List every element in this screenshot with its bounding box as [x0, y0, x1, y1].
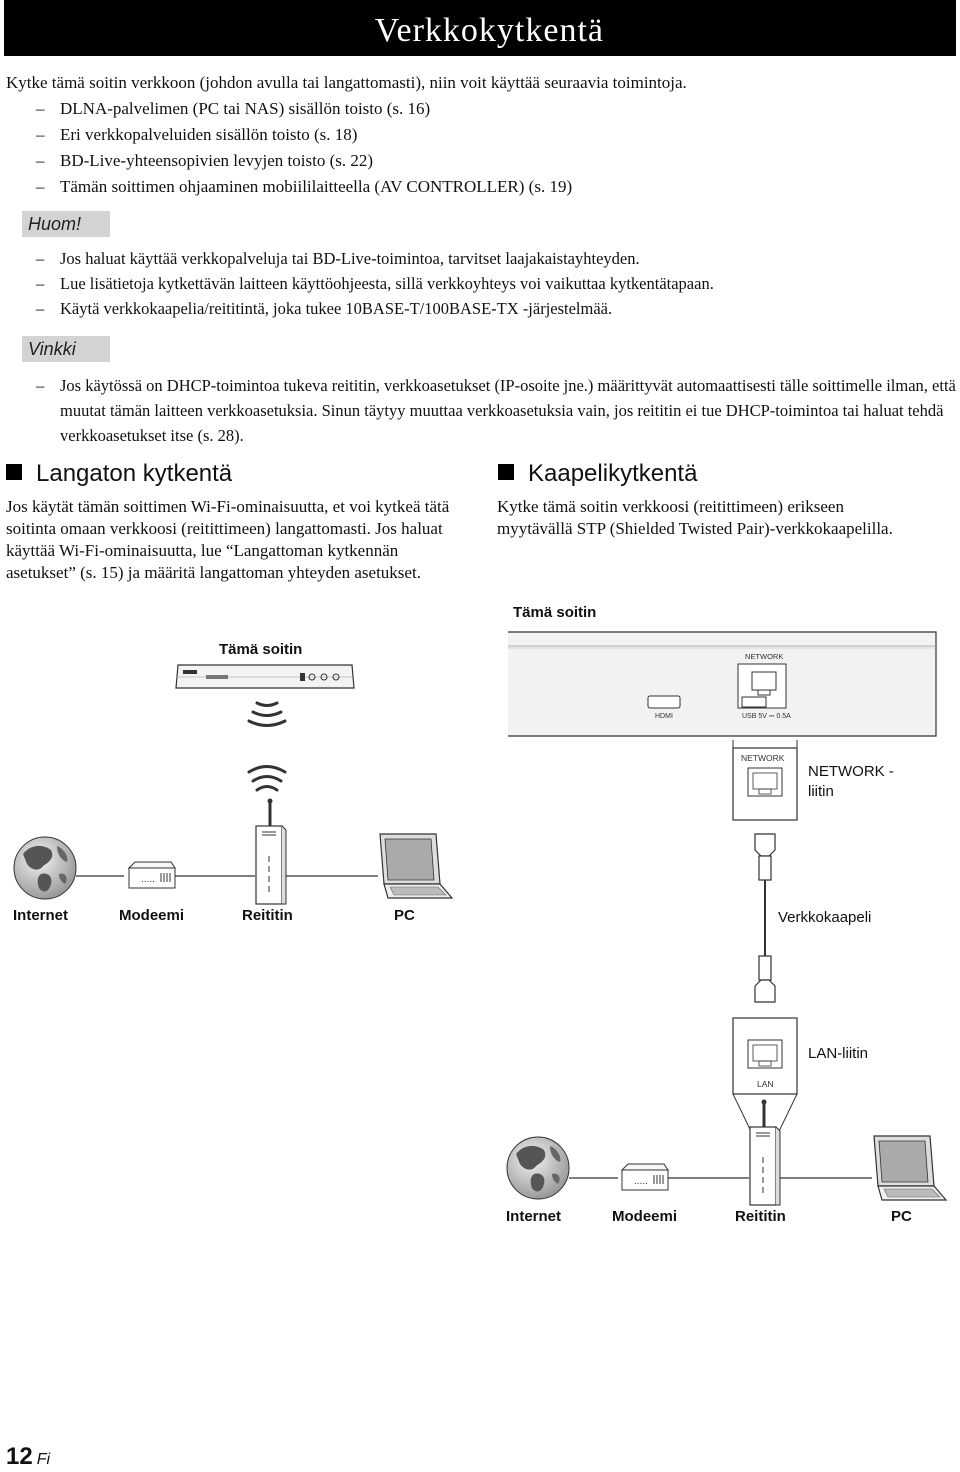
network-jack-icon: NETWORK — [732, 747, 798, 821]
wifi-signal-icon — [247, 765, 287, 792]
list-item: Eri verkkopalveluiden sisällön toisto (s… — [6, 122, 687, 148]
cable-plug-icon — [754, 833, 776, 956]
modem-icon — [128, 861, 176, 889]
list-item: BD-Live-yhteensopivien levyjen toisto (s… — [6, 148, 687, 174]
note-tag: Huom! — [22, 211, 110, 237]
intro-lead: Kytke tämä soitin verkkoon (johdon avull… — [6, 73, 687, 92]
svg-text:NETWORK: NETWORK — [741, 753, 785, 763]
label-modem: Modeemi — [612, 1208, 678, 1225]
modem-icon — [621, 1163, 669, 1191]
note-list: Jos haluat käyttää verkkopalveluja tai B… — [6, 246, 714, 321]
svg-text:HDMI: HDMI — [655, 713, 673, 720]
list-item: Jos haluat käyttää verkkopalveluja tai B… — [6, 246, 714, 271]
intro-section: Kytke tämä soitin verkkoon (johdon avull… — [6, 70, 687, 200]
label-router: Reititin — [242, 907, 293, 924]
square-bullet-icon — [498, 464, 514, 480]
wired-body: Kytke tämä soitin verkkoosi (reitittimee… — [497, 497, 893, 538]
label-modem: Modeemi — [119, 907, 185, 924]
label-pc: PC — [891, 1208, 912, 1225]
lan-jack-icon: LAN — [732, 1017, 798, 1095]
label-internet: Internet — [13, 907, 69, 924]
laptop-icon — [873, 1135, 947, 1201]
svg-text:NETWORK: NETWORK — [745, 652, 783, 661]
page-header: Verkkokytkentä — [4, 0, 956, 56]
list-item: DLNA-palvelimen (PC tai NAS) sisällön to… — [6, 96, 687, 122]
globe-icon — [506, 1136, 570, 1200]
player-rear-panel: NETWORK HDMI USB 5V ⎓ 0.5A — [508, 631, 937, 737]
feature-list: DLNA-palvelimen (PC tai NAS) sisällön to… — [6, 96, 687, 200]
list-item: Jos käytössä on DHCP-toimintoa tukeva re… — [6, 373, 960, 448]
svg-text:LAN: LAN — [757, 1079, 774, 1089]
router-icon — [254, 797, 288, 906]
wireless-section-title: Langaton kytkentä — [6, 459, 232, 489]
square-bullet-icon — [6, 464, 22, 480]
player-device-icon — [175, 664, 355, 689]
list-item: Tämän soittimen ohjaaminen mobiililaitte… — [6, 174, 687, 200]
list-item: Lue lisätietoja kytkettävän laitteen käy… — [6, 271, 714, 296]
cable-label: Verkkokaapeli — [778, 909, 872, 926]
list-item: Käytä verkkokaapelia/reititintä, joka tu… — [6, 296, 714, 321]
label-router: Reititin — [735, 1208, 786, 1225]
label-pc: PC — [394, 907, 415, 924]
page-title: Verkkokytkentä — [374, 12, 604, 49]
tip-list: Jos käytössä on DHCP-toimintoa tukeva re… — [6, 373, 960, 448]
globe-icon — [13, 836, 77, 900]
wired-device-label: Tämä soitin — [513, 604, 597, 621]
wired-section-title: Kaapelikytkentä — [498, 459, 697, 489]
cable-plug-icon — [754, 955, 776, 1003]
wifi-signal-icon — [247, 701, 287, 727]
wireless-body: Jos käytät tämän soittimen Wi-Fi-ominais… — [6, 497, 450, 582]
svg-text:USB 5V ⎓ 0.5A: USB 5V ⎓ 0.5A — [742, 713, 791, 720]
lan-jack-callout: LAN-liitin — [808, 1045, 869, 1062]
laptop-icon — [379, 833, 453, 899]
router-icon — [748, 1098, 782, 1207]
network-jack-callout: NETWORK - liitin — [808, 763, 894, 800]
label-internet: Internet — [506, 1208, 562, 1225]
tip-tag: Vinkki — [22, 336, 110, 362]
wireless-device-label: Tämä soitin — [219, 641, 303, 658]
